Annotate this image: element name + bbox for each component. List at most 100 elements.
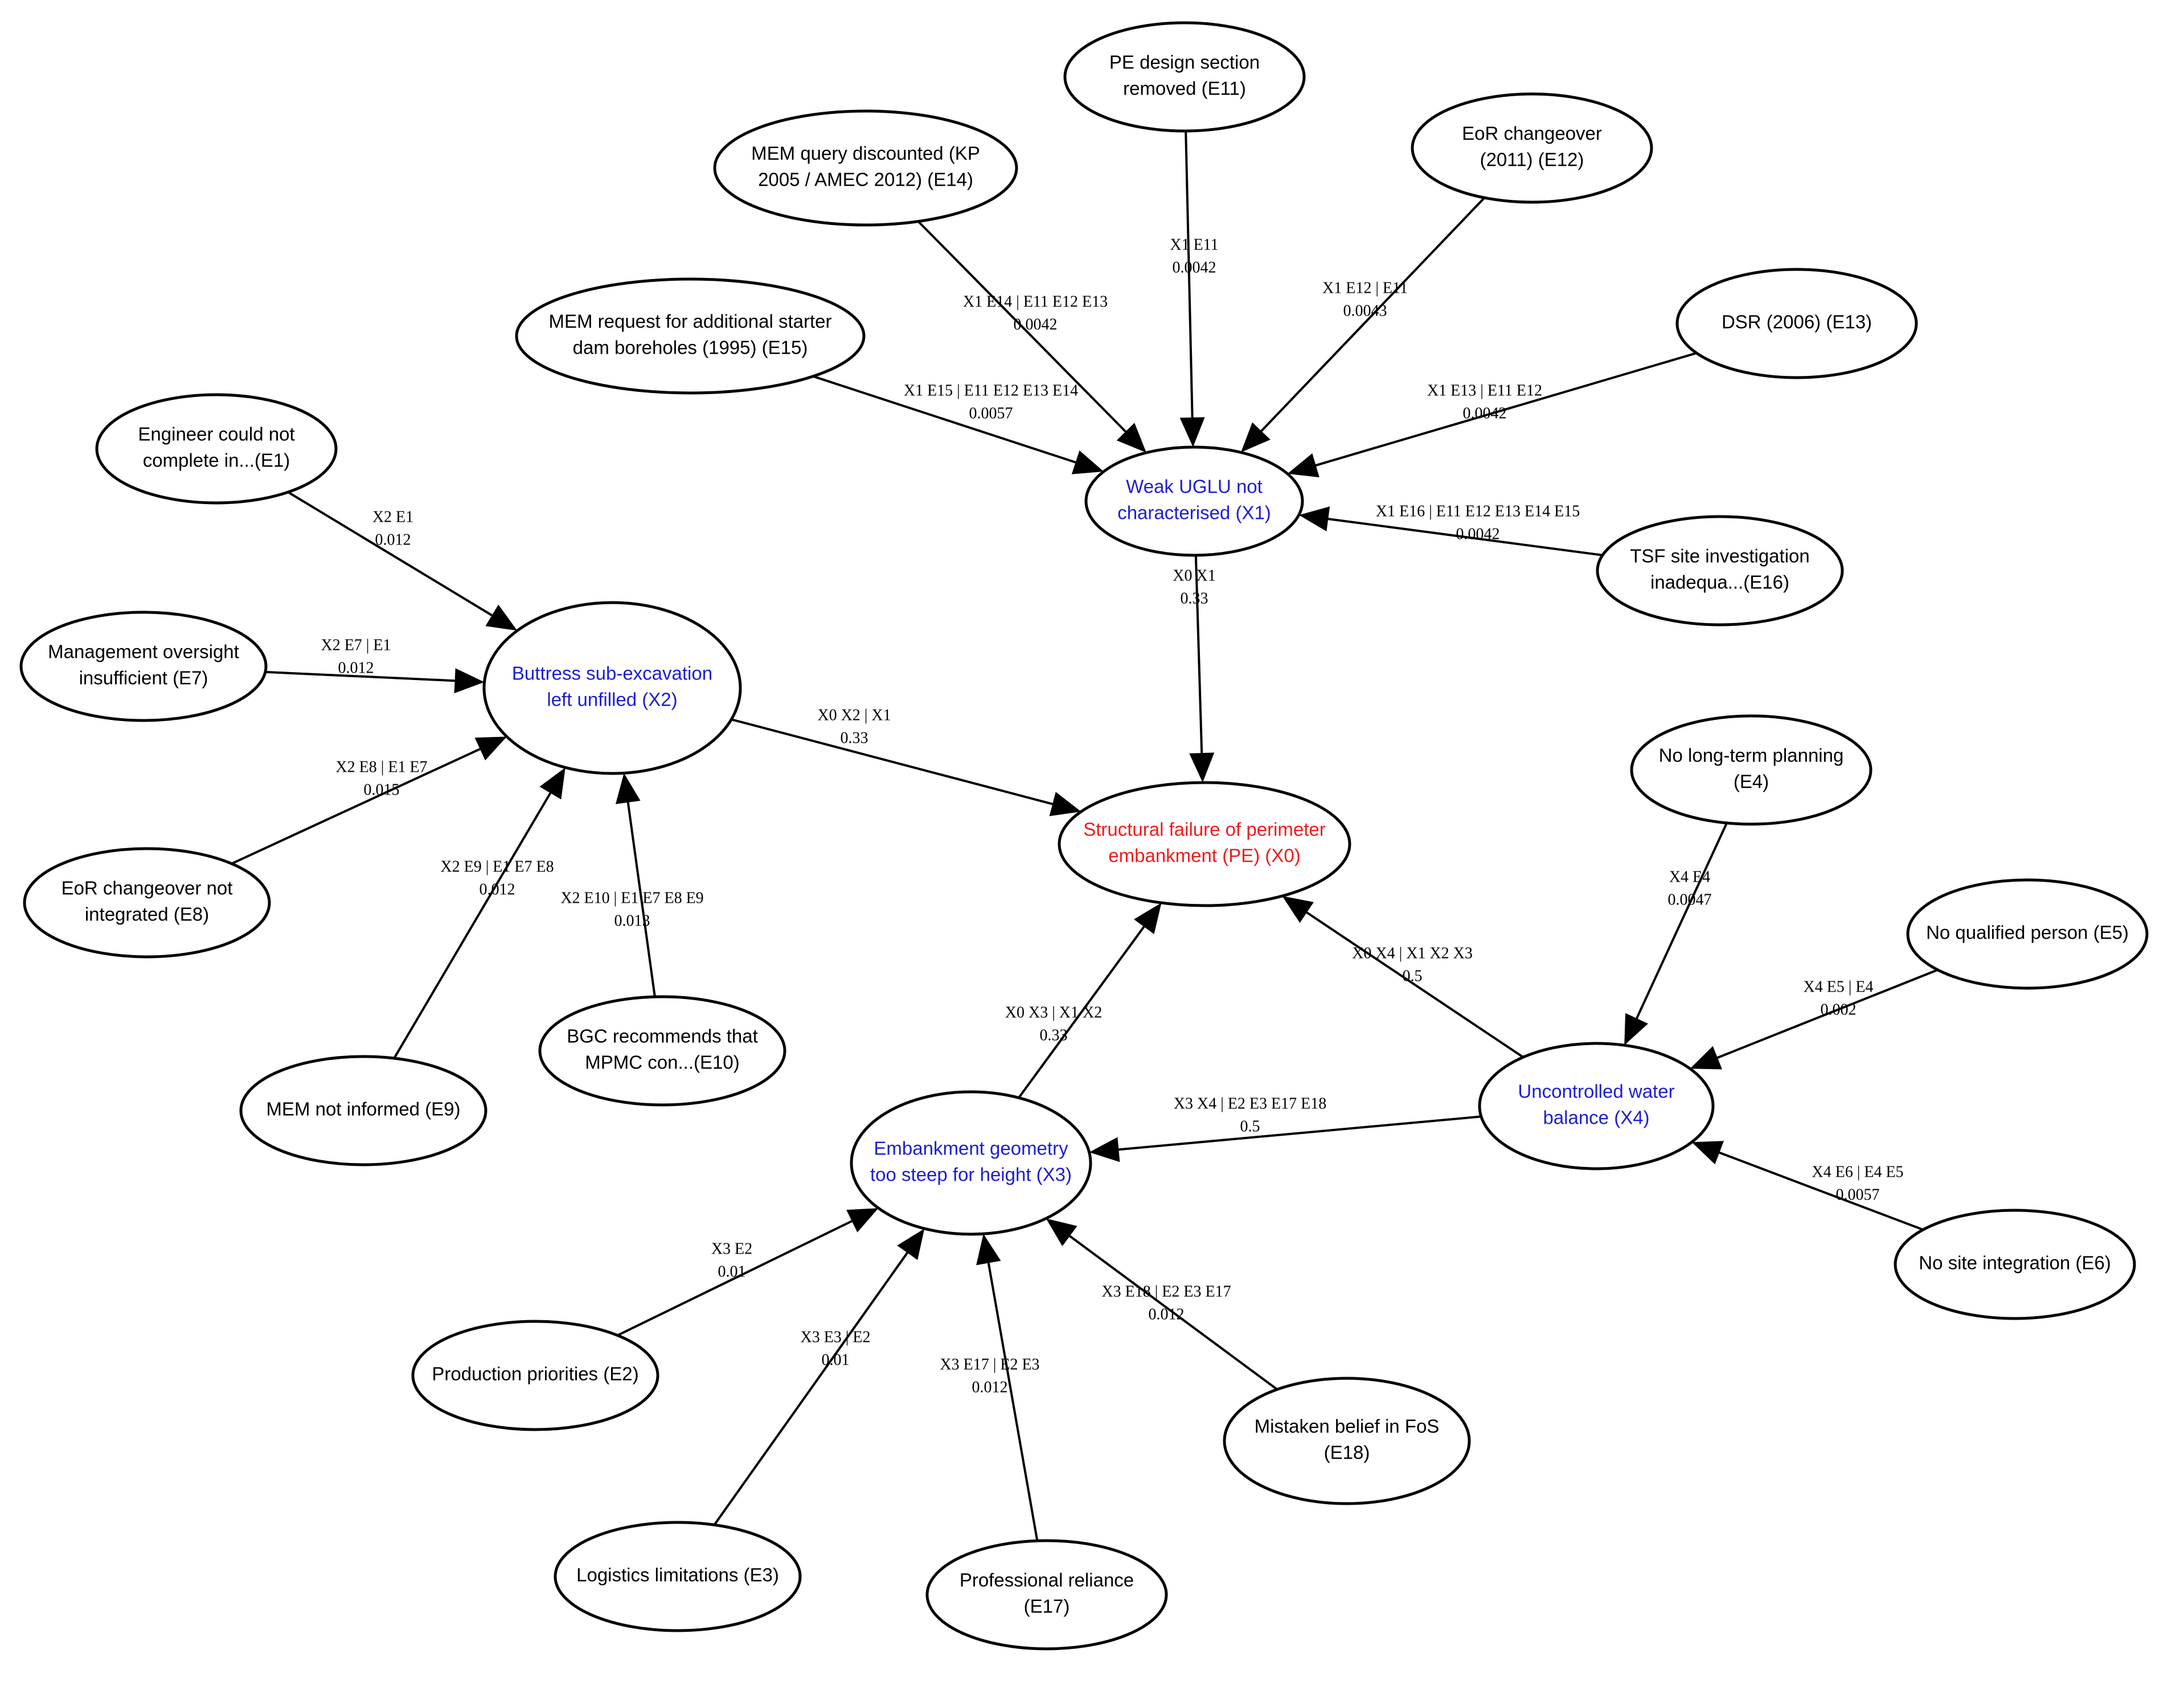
edge-line — [1315, 351, 1697, 466]
edge-condition-label: X2 E7 | E1 — [321, 636, 391, 654]
edge-label-e17-x3: X3 E17 | E2 E30.012 — [940, 1356, 1039, 1396]
edge-label-e10-x2: X2 E10 | E1 E7 E8 E90.013 — [560, 889, 703, 930]
edge-condition-label: X0 X2 | X1 — [817, 706, 891, 724]
node-ellipse — [23, 847, 271, 959]
node-ellipse — [1630, 714, 1872, 826]
node-label-line: inadequa...(E16) — [1650, 572, 1789, 593]
edge-e9-to-x2 — [393, 767, 566, 1059]
edge-e17-to-x3 — [976, 1234, 1039, 1541]
edge-value-label: 0.0042 — [1173, 259, 1216, 276]
node-label-line: (2011) (E12) — [1480, 149, 1584, 170]
node-ellipse — [1223, 1377, 1471, 1505]
arrow-head-icon — [1071, 450, 1104, 474]
node-ellipse — [1063, 21, 1306, 133]
edge-e1-to-x2 — [287, 491, 518, 631]
node-ellipse — [1411, 92, 1653, 204]
edge-condition-label: X1 E12 | E11 — [1322, 279, 1408, 297]
edge-x2-to-x0 — [731, 718, 1081, 816]
edge-line — [265, 670, 455, 682]
edge-condition-label: X2 E1 — [372, 508, 413, 526]
node-label-line: MEM not informed (E9) — [266, 1099, 460, 1120]
edge-e15-to-x1 — [813, 375, 1104, 474]
edge-condition-label: X4 E4 — [1669, 868, 1710, 886]
arrow-head-icon — [474, 736, 507, 761]
edge-condition-label: X3 E18 | E2 E3 E17 — [1101, 1283, 1231, 1300]
arrow-head-icon — [454, 668, 485, 694]
node-label-line: MEM request for additional starter — [548, 311, 831, 332]
edge-condition-label: X2 E9 | E1 E7 E8 — [440, 858, 554, 875]
edge-line — [987, 1263, 1039, 1541]
arrow-head-icon — [1089, 1137, 1120, 1162]
edge-value-label: 0.33 — [841, 729, 868, 747]
edge-value-label: 0.33 — [1181, 589, 1208, 607]
edge-e6-to-x4 — [1691, 1141, 1924, 1231]
edge-line — [626, 802, 656, 997]
edge-label-x2-x0: X0 X2 | X1 0.33 — [817, 706, 891, 747]
edge-value-label: 0.5 — [1240, 1117, 1260, 1135]
arrow-head-icon — [485, 604, 518, 631]
edge-condition-label: X3 X4 | E2 E3 E17 E18 — [1174, 1095, 1326, 1112]
arrow-head-icon — [897, 1229, 925, 1260]
node-label-line: complete in...(E1) — [143, 450, 290, 471]
node-label-line: Management oversight — [48, 641, 239, 662]
edge-x1-to-x0 — [1189, 555, 1215, 783]
arrow-head-icon — [1287, 453, 1320, 478]
node-ellipse — [1478, 1042, 1715, 1170]
edge-value-label: 0.01 — [822, 1351, 850, 1369]
node-label-line: DSR (2006) (E13) — [1722, 312, 1872, 333]
edge-line — [1636, 822, 1728, 1019]
node-label-line: integrated (E8) — [85, 904, 209, 925]
edge-e5-to-x4 — [1690, 968, 1939, 1070]
edge-condition-label: X1 E15 | E11 E12 E13 E14 — [904, 382, 1078, 399]
node-e9: MEM not informed (E9) — [239, 1055, 487, 1166]
edge-value-label: 0.0042 — [1456, 525, 1500, 543]
edge-condition-label: X3 E2 — [711, 1240, 752, 1258]
node-label-line: left unfilled (X2) — [547, 689, 677, 710]
edge-value-label: 0.0057 — [969, 404, 1013, 422]
edge-e3-to-x3 — [713, 1229, 925, 1526]
node-label-line: Production priorities (E2) — [432, 1363, 638, 1385]
node-label-line: Embankment geometry — [874, 1138, 1068, 1159]
arrow-head-icon — [615, 773, 641, 804]
arrow-head-icon — [1134, 903, 1162, 935]
edge-value-label: 0.0042 — [1014, 316, 1058, 333]
node-label-line: No qualified person (E5) — [1926, 922, 2129, 943]
node-ellipse — [1894, 1209, 2136, 1320]
arrow-head-icon — [1240, 422, 1271, 453]
node-label-line: embankment (PE) (X0) — [1108, 845, 1300, 866]
edge-condition-label: X0 X4 | X1 X2 X3 — [1352, 944, 1473, 962]
edge-line — [713, 1252, 908, 1526]
edge-label-x1-x0: X0 X10.33 — [1173, 567, 1215, 607]
edge-value-label: 0.012 — [972, 1378, 1008, 1396]
edge-value-label: 0.012 — [338, 659, 374, 677]
edge-label-e4-x4: X4 E40.0047 — [1668, 868, 1712, 908]
arrow-head-icon — [976, 1234, 1001, 1266]
edge-line — [1018, 926, 1145, 1099]
edge-value-label: 0.0043 — [1343, 302, 1387, 320]
edge-condition-label: X0 X3 | X1 X2 — [1005, 1004, 1103, 1021]
node-x0: Structural failure of perimeterembankmen… — [1058, 781, 1351, 907]
nodes-layer: Structural failure of perimeterembankmen… — [19, 21, 2149, 1651]
edge-e2-to-x3 — [617, 1208, 879, 1337]
edge-value-label: 0.015 — [364, 781, 400, 799]
node-label-line: MEM query discounted (KP — [751, 143, 980, 164]
edge-value-label: 0.33 — [1040, 1026, 1068, 1044]
edge-e7-to-x2 — [265, 668, 485, 694]
node-e17: Professional reliance(E17) — [925, 1539, 1168, 1651]
node-e4: No long-term planning(E4) — [1630, 714, 1872, 826]
node-ellipse — [482, 601, 742, 775]
edge-label-e9-x2: X2 E9 | E1 E7 E80.012 — [440, 858, 554, 898]
edge-condition-label: X4 E6 | E4 E5 — [1812, 1163, 1903, 1181]
edge-condition-label: X4 E5 | E4 — [1803, 978, 1873, 996]
node-ellipse — [1675, 268, 1918, 379]
edge-condition-label: X1 E13 | E11 E12 — [1427, 382, 1542, 399]
